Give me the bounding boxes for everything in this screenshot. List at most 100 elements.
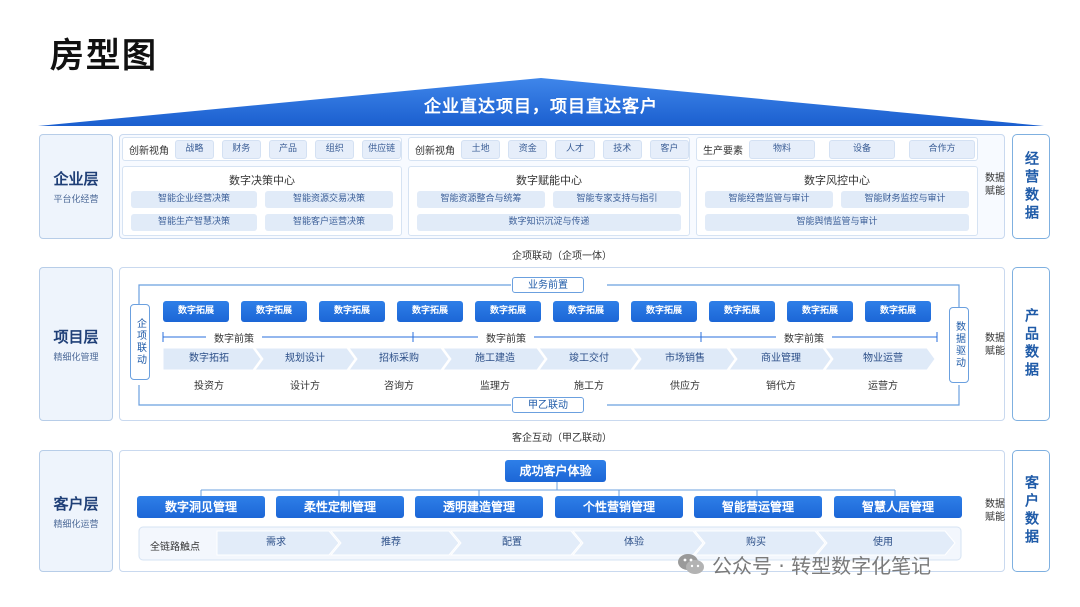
digital-expand-button[interactable]: 数字拓展 <box>475 301 541 322</box>
project-layer-label: 项目层 精细化管理 <box>39 267 113 421</box>
data-driven-pill-text: 数据驱动 <box>953 321 965 369</box>
enterprise-data-tag: 数据赋能 <box>985 173 1005 197</box>
center-item[interactable]: 智能财务监控与审计 <box>841 191 969 208</box>
management-button[interactable]: 智能营运管理 <box>694 496 822 518</box>
stage-label[interactable]: 规划设计 <box>285 353 325 364</box>
customer-enterprise-link: 客企互动（甲乙联动） <box>512 433 612 444</box>
party-label: 投资方 <box>194 381 224 392</box>
journey-step[interactable]: 配置 <box>502 537 522 548</box>
enterprise-layer-title: 企业层 <box>53 170 99 188</box>
customer-layer-subtitle: 精细化运营 <box>53 519 99 530</box>
chip[interactable]: 设备 <box>829 139 895 159</box>
digital-expand-button[interactable]: 数字拓展 <box>319 301 385 322</box>
center-item[interactable]: 智能企业经营决策 <box>131 191 257 208</box>
party-link-pill[interactable]: 甲乙联动 <box>512 397 584 413</box>
stage-label[interactable]: 施工建造 <box>475 353 515 364</box>
risk-center: 数字风控中心 智能经营监管与审计 智能财务监控与审计 智能舆情监管与审计 <box>696 166 978 236</box>
touchpoint-label: 全链路触点 <box>150 542 200 553</box>
enterprise-project-link: 企项联动（企项一体） <box>512 251 612 262</box>
customer-connector-lines <box>138 482 962 561</box>
center-item[interactable]: 智能资源交易决策 <box>265 191 393 208</box>
wechat-icon <box>676 549 706 579</box>
roof-shape <box>38 78 1044 126</box>
digital-expand-button[interactable]: 数字拓展 <box>553 301 619 322</box>
customer-data-tag: 数据赋能 <box>985 499 1005 523</box>
enterprise-layer-subtitle: 平台化经营 <box>53 195 99 205</box>
management-button[interactable]: 柔性定制管理 <box>276 496 404 518</box>
management-button[interactable]: 数字洞见管理 <box>137 496 265 518</box>
digital-expand-button[interactable]: 数字拓展 <box>709 301 775 322</box>
digital-expand-button[interactable]: 数字拓展 <box>631 301 697 322</box>
center-title: 数字赋能中心 <box>516 174 582 187</box>
center-item[interactable]: 智能资源整合与统筹 <box>417 191 545 208</box>
view-title: 生产要素 <box>703 145 743 157</box>
journey-step[interactable]: 体验 <box>624 537 644 548</box>
chip[interactable]: 物料 <box>749 139 815 159</box>
chip[interactable]: 财务 <box>221 139 261 159</box>
journey-step[interactable]: 使用 <box>873 537 893 548</box>
stage-label[interactable]: 商业管理 <box>761 353 801 364</box>
chip[interactable]: 客户 <box>649 139 690 159</box>
management-button[interactable]: 智慧人居管理 <box>834 496 962 518</box>
front-strategy-label: 数字前策 <box>206 330 262 345</box>
front-strategy-label: 数字前策 <box>478 330 534 345</box>
enablement-center: 数字赋能中心 智能资源整合与统筹 智能专家支持与指引 数字知识沉淀与传递 <box>408 166 690 236</box>
digital-expand-button[interactable]: 数字拓展 <box>241 301 307 322</box>
enterprise-view-production: 生产要素 物料 设备 合作方 <box>696 137 978 161</box>
enterprise-view-resource: 创新视角 土地 资金 人才 技术 客户 <box>408 137 690 161</box>
customer-data-label: 客户数据 <box>1012 450 1050 572</box>
stage-label[interactable]: 竣工交付 <box>569 353 609 364</box>
customer-data-text: 客户数据 <box>1023 475 1039 547</box>
chip[interactable]: 合作方 <box>909 139 975 159</box>
enterprise-view-strategy: 创新视角 战略 财务 产品 组织 供应链 <box>122 137 402 161</box>
stage-label[interactable]: 市场销售 <box>665 353 705 364</box>
digital-expand-button[interactable]: 数字拓展 <box>163 301 229 322</box>
roof-text: 企业直达项目，项目直达客户 <box>424 97 658 117</box>
operation-data-text: 经营数据 <box>1023 150 1039 223</box>
digital-expand-button[interactable]: 数字拓展 <box>865 301 931 322</box>
journey-step[interactable]: 购买 <box>746 537 766 548</box>
digital-expand-button[interactable]: 数字拓展 <box>787 301 853 322</box>
watermark-text: 公众号 · 转型数字化笔记 <box>712 554 932 578</box>
party-label: 销代方 <box>766 381 796 392</box>
product-data-label: 产品数据 <box>1012 267 1050 421</box>
party-label: 施工方 <box>574 381 604 392</box>
party-label: 运营方 <box>868 381 898 392</box>
data-driven-pill[interactable]: 数据驱动 <box>949 307 969 383</box>
center-item[interactable]: 智能专家支持与指引 <box>553 191 681 208</box>
management-button[interactable]: 透明建造管理 <box>415 496 543 518</box>
chip[interactable]: 技术 <box>602 139 642 159</box>
chip[interactable]: 供应链 <box>362 139 401 159</box>
business-front-pill[interactable]: 业务前置 <box>512 277 584 293</box>
chip[interactable]: 资金 <box>508 139 548 159</box>
view-title: 创新视角 <box>415 145 455 157</box>
view-title: 创新视角 <box>129 145 169 157</box>
center-item[interactable]: 智能经营监管与审计 <box>705 191 833 208</box>
chip[interactable]: 土地 <box>461 139 501 159</box>
chip[interactable]: 战略 <box>175 139 214 159</box>
chip[interactable]: 组织 <box>315 139 355 159</box>
stage-label[interactable]: 数字拓拓 <box>189 353 229 364</box>
center-item[interactable]: 智能生产智慧决策 <box>131 214 257 231</box>
enterprise-project-pill[interactable]: 企项联动 <box>130 304 150 380</box>
party-label: 监理方 <box>480 381 510 392</box>
center-item[interactable]: 数字知识沉淀与传递 <box>417 214 681 231</box>
journey-step[interactable]: 推荐 <box>381 537 401 548</box>
center-item[interactable]: 智能舆情监管与审计 <box>705 214 969 231</box>
stage-label[interactable]: 招标采购 <box>379 353 419 364</box>
customer-layer-label: 客户层 精细化运营 <box>39 450 113 572</box>
journey-step[interactable]: 需求 <box>266 537 286 548</box>
customer-layer-title: 客户层 <box>53 494 99 513</box>
digital-expand-button[interactable]: 数字拓展 <box>397 301 463 322</box>
project-loop-lines <box>134 284 964 406</box>
customer-experience-button[interactable]: 成功客户体验 <box>505 460 606 482</box>
chip[interactable]: 产品 <box>268 139 308 159</box>
management-button[interactable]: 个性营销管理 <box>555 496 683 518</box>
page-title: 房型图 <box>50 36 158 76</box>
chip[interactable]: 人才 <box>555 139 595 159</box>
party-label: 设计方 <box>290 381 320 392</box>
center-title: 数字决策中心 <box>229 174 295 187</box>
center-item[interactable]: 智能客户运营决策 <box>265 214 393 231</box>
stage-label[interactable]: 物业运营 <box>863 353 903 364</box>
project-layer-subtitle: 精细化管理 <box>53 352 99 363</box>
